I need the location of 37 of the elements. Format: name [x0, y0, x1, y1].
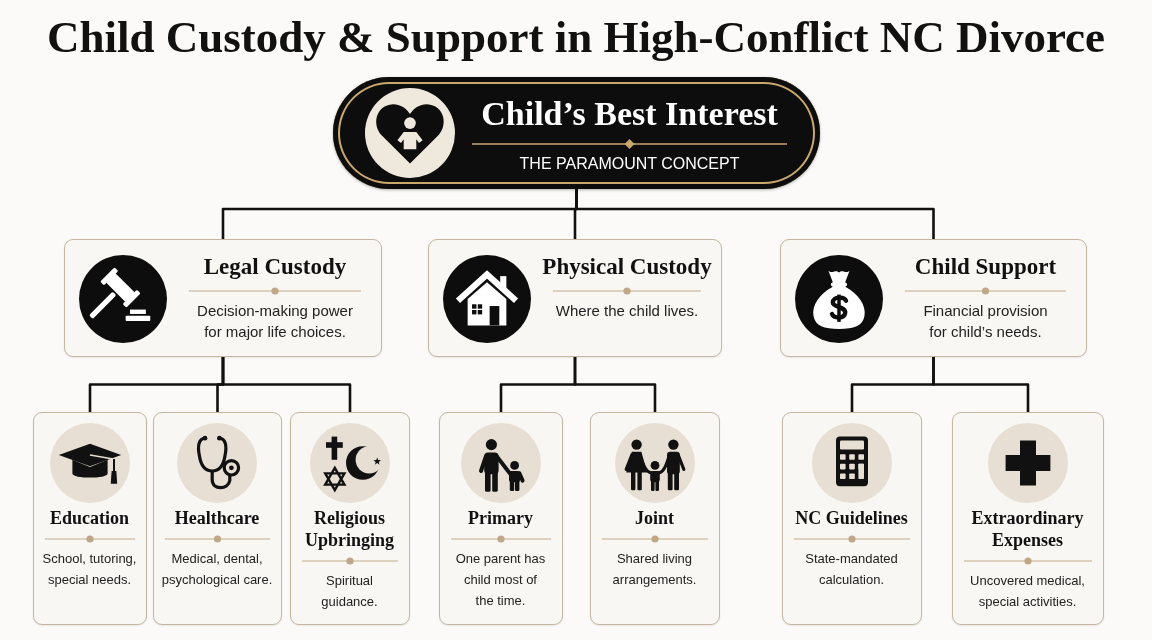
card-title: NC Guidelines [795, 507, 908, 529]
card-title: Child Support [914, 253, 1057, 281]
connector-line [575, 189, 935, 239]
card-description: One parent has child most of the time. [455, 550, 546, 610]
card-description: Decision-making power for major life choices. [196, 301, 354, 342]
category-card [428, 239, 722, 357]
category-card [64, 239, 382, 357]
subcategory-card [952, 412, 1104, 625]
banner-title: Child’s Best Interest [481, 94, 778, 134]
card-title: Extraordinary Expenses [970, 507, 1085, 551]
card-description: Where the child lives. [554, 301, 700, 321]
card-title: Joint [635, 507, 674, 529]
card-title: Religious Upbringing [303, 507, 395, 551]
subcategory-card [439, 412, 563, 625]
card-title: Education [50, 507, 129, 529]
subcategory-card [153, 412, 282, 625]
subcategory-card [782, 412, 922, 625]
connector-line [221, 357, 352, 412]
banner-subtitle: THE PARAMOUNT CONCEPT [519, 154, 740, 174]
card-description: School, tutoring, special needs. [41, 550, 138, 589]
category-card [780, 239, 1087, 357]
card-title: Physical Custody [542, 253, 712, 281]
card-title: Healthcare [174, 507, 260, 529]
subcategory-card [290, 412, 410, 625]
card-title: Legal Custody [203, 253, 347, 281]
card-description: Uncovered medical, special activities. [969, 572, 1086, 611]
card-description: State-mandated calculation. [804, 550, 899, 589]
subcategory-card [33, 412, 147, 625]
card-title: Primary [468, 507, 533, 529]
page-title: Child Custody & Support in High-Conflict NC Divorce [46, 11, 1106, 63]
connector-line [573, 357, 657, 412]
card-description: Financial provision for child’s needs. [922, 301, 1049, 342]
connector-line [932, 357, 1030, 412]
card-description: Spiritual guidance. [320, 572, 379, 611]
subcategory-card [590, 412, 720, 625]
card-description: Medical, dental, psychological care. [160, 550, 274, 589]
card-description: Shared living arrangements. [611, 550, 698, 589]
